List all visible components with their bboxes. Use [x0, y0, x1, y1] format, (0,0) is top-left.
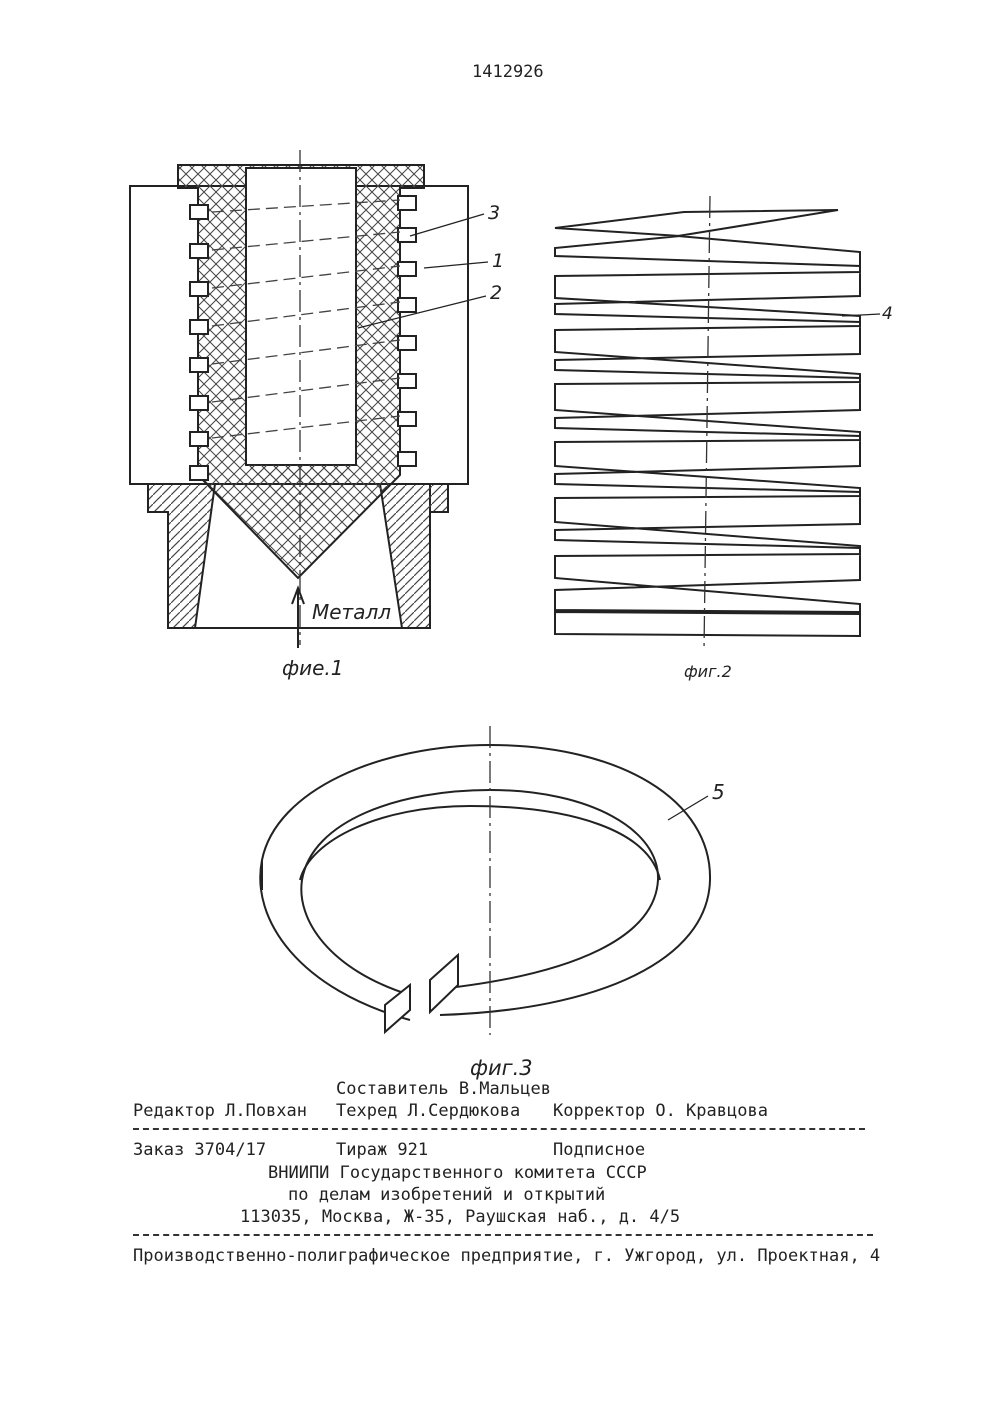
- org-line-1: ВНИИПИ Государственного комитета СССР: [268, 1163, 647, 1183]
- org-address: 113035, Москва, Ж-35, Раушская наб., д. …: [240, 1207, 680, 1227]
- fig3-callout-5: 5: [712, 780, 725, 804]
- fig2-caption: фиг.2: [684, 662, 732, 681]
- figure-3-drawing: [260, 726, 710, 1035]
- fig1-callout-2: 2: [490, 282, 502, 304]
- drawing-sheet: [0, 0, 1000, 1100]
- org-line-2: по делам изобретений и открытий: [288, 1185, 605, 1205]
- fig1-callout-1: 1: [492, 250, 504, 272]
- fig2-callout-4: 4: [882, 304, 893, 324]
- figure-1-drawing: [130, 150, 488, 648]
- fig3-caption: фиг.3: [470, 1056, 533, 1080]
- compiler: Составитель В.Мальцев: [336, 1079, 551, 1099]
- fig1-caption: фие.1: [282, 656, 343, 680]
- printer: Производственно-полиграфическое предприя…: [133, 1246, 880, 1266]
- techred: Техред Л.Сердюкова: [336, 1101, 520, 1121]
- fig1-flow-label: Металл: [312, 600, 391, 624]
- subscription: Подписное: [553, 1140, 645, 1160]
- print-run: Тираж 921: [336, 1140, 428, 1160]
- inner-bore: [246, 168, 356, 465]
- editor: Редактор Л.Повхан: [133, 1101, 307, 1121]
- figure-2-drawing: [555, 196, 880, 650]
- divider-2: [133, 1234, 873, 1236]
- corrector: Корректор О. Кравцова: [553, 1101, 768, 1121]
- order: Заказ 3704/17: [133, 1140, 266, 1160]
- divider-1: [133, 1128, 865, 1130]
- fig1-callout-3: 3: [488, 202, 500, 224]
